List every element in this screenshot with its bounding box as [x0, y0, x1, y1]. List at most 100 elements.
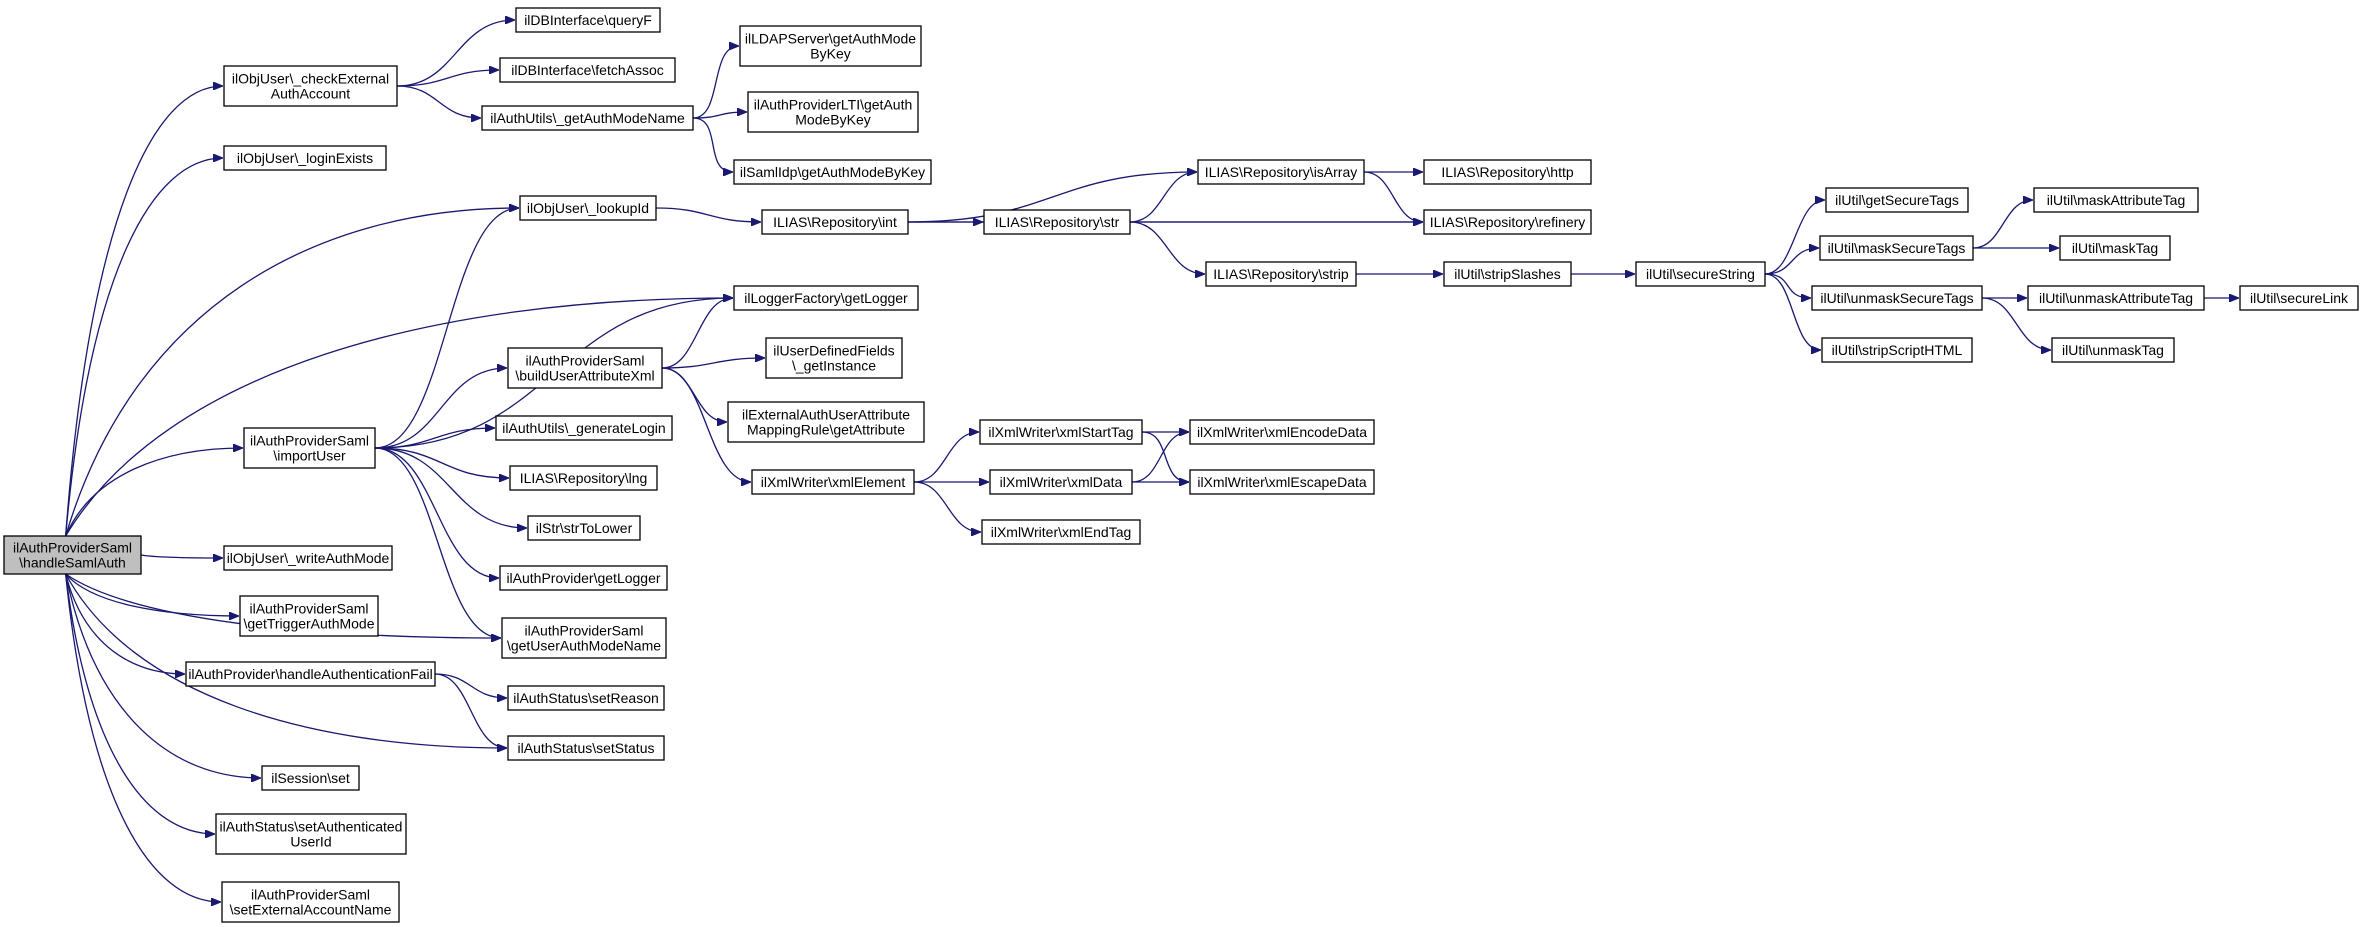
node-xml-element[interactable]: ilXmlWriter\xmlElement [751, 469, 915, 495]
edge-secure-string-to-strip-script-html [1764, 273, 1822, 350]
node-repo-http[interactable]: ILIAS\Repository\http [1423, 159, 1592, 185]
node-box [509, 465, 658, 491]
node-label: ilAuthProviderSaml [251, 887, 370, 903]
edge-get-auth-mode-name-to-lti-get-auth-mode [692, 112, 747, 119]
node-str-to-lower[interactable]: ilStr\strToLower [527, 515, 641, 541]
node-label: ilAuthStatus\setReason [513, 690, 659, 706]
edge-root-to-handle-auth-fail [65, 573, 185, 674]
node-login-exists[interactable]: ilObjUser\_loginExists [223, 145, 387, 171]
node-query-f[interactable]: ilDBInterface\queryF [515, 7, 661, 33]
node-label: ILIAS\Repository\http [1441, 164, 1574, 180]
node-xml-start-tag[interactable]: ilXmlWriter\xmlStartTag [979, 419, 1143, 445]
node-lti-get-auth-mode[interactable]: ilAuthProviderLTI\getAuthModeByKey [747, 91, 919, 133]
node-repo-refinery[interactable]: ILIAS\Repository\refinery [1423, 209, 1592, 235]
edge-import-user-to-str-to-lower [374, 447, 527, 528]
node-box [215, 813, 407, 855]
node-logger-factory[interactable]: ilLoggerFactory\getLogger [733, 285, 919, 311]
node-get-user-auth-mode-name[interactable]: ilAuthProviderSaml\getUserAuthModeName [501, 617, 667, 659]
node-handle-auth-fail[interactable]: ilAuthProvider\handleAuthenticationFail [185, 661, 436, 687]
node-box [739, 25, 922, 67]
node-ldap-get-auth-mode[interactable]: ilLDAPServer\getAuthModeByKey [739, 25, 922, 67]
edge-xml-element-to-xml-start-tag [913, 432, 979, 483]
edge-repo-str-to-repo-strip [1129, 221, 1205, 274]
node-xml-end-tag[interactable]: ilXmlWriter\xmlEndTag [981, 519, 1141, 545]
edge-secure-string-to-unmask-secure-tags [1764, 273, 1811, 298]
node-label: \importUser [273, 448, 346, 464]
node-set-status[interactable]: ilAuthStatus\setStatus [507, 735, 665, 761]
node-mask-attribute-tag[interactable]: ilUtil\maskAttributeTag [2033, 187, 2199, 213]
node-saml-idp-get-auth-mode[interactable]: ilSamlIdp\getAuthModeByKey [733, 159, 932, 185]
node-provider-get-logger[interactable]: ilAuthProvider\getLogger [499, 565, 668, 591]
node-unmask-attribute-tag[interactable]: ilUtil\unmaskAttributeTag [2027, 285, 2205, 311]
node-repo-is-array[interactable]: ILIAS\Repository\isArray [1197, 159, 1365, 185]
node-label: ILIAS\Repository\int [773, 214, 897, 230]
node-session-set[interactable]: ilSession\set [261, 765, 360, 791]
node-repo-lng[interactable]: ILIAS\Repository\lng [509, 465, 658, 491]
node-box [1821, 337, 1973, 363]
node-repo-str[interactable]: ILIAS\Repository\str [983, 209, 1131, 235]
node-set-reason[interactable]: ilAuthStatus\setReason [507, 685, 665, 711]
node-box [515, 7, 661, 33]
node-set-ext-account-name[interactable]: ilAuthProviderSaml\setExternalAccountNam… [221, 881, 400, 923]
node-xml-encode-data[interactable]: ilXmlWriter\xmlEncodeData [1189, 419, 1375, 445]
node-label: ModeByKey [795, 112, 870, 128]
node-secure-link[interactable]: ilUtil\secureLink [2239, 285, 2359, 311]
node-get-auth-mode-name[interactable]: ilAuthUtils\_getAuthModeName [481, 105, 694, 131]
node-xml-data[interactable]: ilXmlWriter\xmlData [989, 469, 1133, 495]
node-get-trigger-auth-mode[interactable]: ilAuthProviderSaml\getTriggerAuthMode [239, 595, 379, 637]
node-label: ilXmlWriter\xmlElement [761, 474, 906, 490]
edge-handle-auth-fail-to-set-reason [434, 673, 507, 698]
node-label: \getTriggerAuthMode [244, 616, 375, 632]
node-box [1819, 235, 1974, 261]
node-import-user[interactable]: ilAuthProviderSaml\importUser [243, 427, 376, 469]
node-box [747, 91, 919, 133]
node-box [527, 515, 641, 541]
edge-root-to-check-external [65, 86, 223, 537]
edge-build-user-attr-xml-to-ext-auth-rule [661, 367, 727, 422]
node-fetch-assoc[interactable]: ilDBInterface\fetchAssoc [499, 57, 676, 83]
node-box [499, 565, 668, 591]
node-udf-get-instance[interactable]: ilUserDefinedFields\_getInstance [765, 337, 903, 379]
node-strip-script-html[interactable]: ilUtil\stripScriptHTML [1821, 337, 1973, 363]
node-label: ILIAS\Repository\lng [520, 470, 648, 486]
node-box [1197, 159, 1365, 185]
node-label: ilSession\set [271, 770, 350, 786]
node-box [733, 159, 932, 185]
node-build-user-attr-xml[interactable]: ilAuthProviderSaml\buildUserAttributeXml [507, 347, 663, 389]
edge-mask-secure-tags-to-mask-attribute-tag [1972, 200, 2034, 249]
node-label: ILIAS\Repository\isArray [1205, 164, 1358, 180]
edge-import-user-to-lookup-id [374, 208, 519, 449]
node-label: ilExternalAuthUserAttribute [742, 407, 910, 423]
node-mask-tag[interactable]: ilUtil\maskTag [2059, 235, 2171, 261]
node-root[interactable]: ilAuthProviderSaml\handleSamlAuth [3, 535, 142, 575]
node-get-secure-tags[interactable]: ilUtil\getSecureTags [1825, 187, 1969, 213]
node-label: ilUtil\secureString [1646, 266, 1755, 282]
node-box [733, 285, 919, 311]
node-label: ilAuthStatus\setAuthenticated [220, 819, 403, 835]
node-repo-strip[interactable]: ILIAS\Repository\strip [1205, 261, 1357, 287]
edge-import-user-to-provider-get-logger [374, 447, 499, 578]
node-box [727, 401, 925, 443]
node-box [983, 209, 1131, 235]
node-unmask-tag[interactable]: ilUtil\unmaskTag [2051, 337, 2175, 363]
node-xml-escape-data[interactable]: ilXmlWriter\xmlEscapeData [1189, 469, 1375, 495]
node-repo-int[interactable]: ILIAS\Repository\int [761, 209, 909, 235]
node-label: ilUtil\unmaskSecureTags [1820, 290, 1973, 306]
node-box [1423, 159, 1592, 185]
node-label: ilLoggerFactory\getLogger [744, 290, 908, 306]
node-box [1443, 261, 1572, 287]
node-strip-slashes[interactable]: ilUtil\stripSlashes [1443, 261, 1572, 287]
node-generate-login[interactable]: ilAuthUtils\_generateLogin [495, 415, 673, 441]
node-label: ilObjUser\_writeAuthMode [227, 550, 390, 566]
node-write-auth-mode[interactable]: ilObjUser\_writeAuthMode [223, 545, 393, 571]
node-secure-string[interactable]: ilUtil\secureString [1635, 261, 1766, 287]
node-box [185, 661, 436, 687]
edge-root-to-get-user-auth-mode-name [65, 573, 501, 638]
node-mask-secure-tags[interactable]: ilUtil\maskSecureTags [1819, 235, 1974, 261]
node-lookup-id[interactable]: ilObjUser\_lookupId [519, 195, 657, 221]
node-ext-auth-rule[interactable]: ilExternalAuthUserAttributeMappingRule\g… [727, 401, 925, 443]
node-unmask-secure-tags[interactable]: ilUtil\unmaskSecureTags [1811, 285, 1983, 311]
